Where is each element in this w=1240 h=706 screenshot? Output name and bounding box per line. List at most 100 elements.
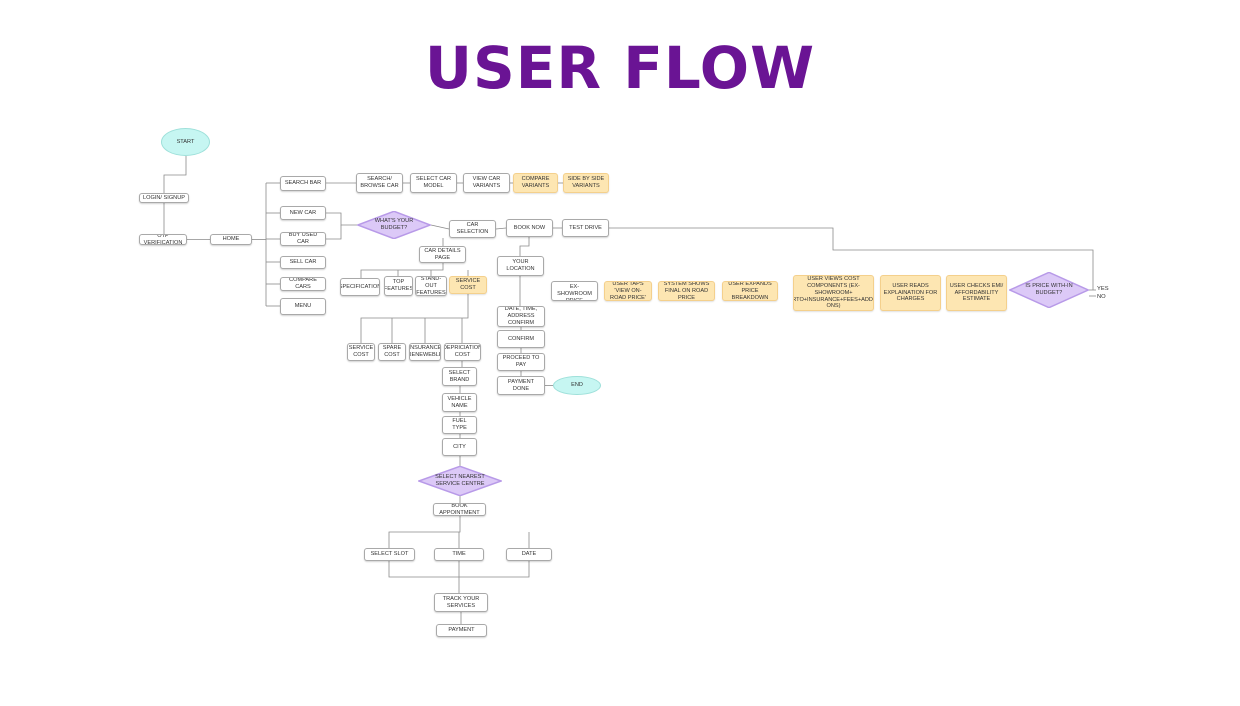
node-budget: WHAT'S YOUR BUDGET? (357, 211, 431, 239)
node-taps: USER TAPS 'VIEW ON-ROAD PRICE' (604, 281, 652, 301)
node-otp: OTP VERIFICATION (139, 234, 187, 245)
node-specification: SPECIFICATION (340, 278, 380, 296)
node-date: DATE (506, 548, 552, 561)
connector-43 (519, 237, 530, 256)
node-expands: USER EXPANDS PRICE BREAKDOWN (722, 281, 778, 301)
node-label: TOP FEATURES (384, 279, 413, 292)
node-label: USER READS EXPLAINATION FOR CHARGES (883, 282, 938, 303)
connector-23 (360, 263, 444, 278)
node-booknow: BOOK NOW (506, 219, 553, 237)
node-label: PROCEED TO PAY (502, 355, 540, 368)
node-confirm: CONFIRM (497, 330, 545, 348)
node-label: SERVICE COST (348, 345, 374, 358)
node-components: USER VIEWS COST COMPONENTS (EX-SHOWROOM+… (793, 275, 874, 311)
node-withinbudget: IS PRICE WITH-IN BUDGET? (1009, 272, 1089, 308)
node-fueltype: FUEL TYPE (442, 416, 477, 434)
node-label: USER EXPANDS PRICE BREAKDOWN (728, 281, 772, 301)
node-label: COMPARE VARIANTS (521, 176, 550, 189)
node-end: END (553, 376, 601, 395)
node-label: CAR DETAILS PAGE (424, 247, 461, 261)
node-label: SELL CAR (289, 259, 317, 265)
connector-21 (609, 227, 1094, 290)
node-label: USER CHECKS EMI/ AFFORDABILITY ESTIMATE (949, 282, 1004, 303)
node-nearest: SELECT NEAREST SERVICE CENTRE (418, 466, 502, 496)
branch-label-no: NO (1097, 294, 1106, 300)
node-label: BUY USED CAR (288, 232, 318, 245)
node-compare: COMPARE CARS (280, 277, 326, 291)
node-label: TIME (452, 551, 466, 557)
connector-17 (326, 225, 342, 240)
node-label: YOUR LOCATION (506, 259, 535, 272)
node-track: TRACK YOUR SERVICES (434, 593, 488, 612)
node-label: START (176, 138, 195, 145)
node-bookappt: BOOK APPOINTMENT (433, 503, 486, 516)
node-sidebyside: SIDE BY SIDE VARIANTS (563, 173, 609, 193)
node-login: LOGIN/ SIGNUP (139, 193, 189, 203)
node-label: CONFIRM (507, 335, 535, 342)
connector-0 (163, 156, 187, 193)
node-label: SPECIFICATION (340, 283, 380, 290)
node-comparevariants: COMPARE VARIANTS (513, 173, 558, 193)
node-home: HOME (210, 234, 252, 245)
node-label: LOGIN/ SIGNUP (143, 194, 185, 201)
node-systemshows: SYSTEM SHOWS FINAL ON ROAD PRICE (658, 281, 715, 301)
node-label: DATE (521, 551, 537, 557)
node-label: STAND-OUT FEATURES (416, 276, 446, 296)
page-title: USER FLOW (424, 34, 816, 102)
node-label: PAYMENT (448, 627, 475, 633)
node-label: MENU (294, 303, 312, 309)
node-label: NEW CAR (289, 209, 317, 216)
connector-37 (388, 516, 461, 548)
node-cardetails: CAR DETAILS PAGE (419, 246, 466, 263)
node-selectslot: SELECT SLOT (364, 548, 415, 561)
node-payment: PAYMENT (436, 624, 487, 637)
node-vehiclename: VEHICLE NAME (442, 393, 477, 412)
node-insurance: INSURANCE RENEWEBLE (409, 343, 441, 361)
node-label: USER SEES EX-SHOWROOM PRICE (557, 282, 592, 301)
node-label: SELECT BRAND (448, 369, 471, 383)
node-label: CITY (453, 443, 466, 450)
node-reads: USER READS EXPLAINATION FOR CHARGES (880, 275, 941, 311)
node-exshowroom: USER SEES EX-SHOWROOM PRICE (551, 281, 598, 301)
node-label: PAYMENT DONE (507, 378, 535, 392)
decision-diamond (357, 211, 431, 239)
node-datetime: DATE, TIME, ADDRESS CONFIRM (497, 306, 545, 327)
node-searchbar: SEARCH BAR (280, 176, 326, 191)
node-label: IS PRICE WITH-IN BUDGET? (1025, 283, 1073, 296)
node-standout: STAND-OUT FEATURES (415, 276, 447, 296)
node-buyused: BUY USED CAR (280, 232, 326, 246)
node-label: BOOK NOW (513, 224, 546, 231)
node-label: INSURANCE RENEWEBLE (409, 345, 441, 358)
node-label: SERVICE COST (455, 278, 481, 291)
node-depreciation: DEPRICIATION COST (444, 343, 481, 361)
node-label: SELECT CAR MODEL (415, 176, 452, 189)
node-label: OTP VERIFICATION (143, 234, 183, 245)
node-label: USER TAPS 'VIEW ON-ROAD PRICE' (610, 281, 646, 301)
node-label: HOME (222, 236, 240, 242)
node-label: TRACK YOUR SERVICES (442, 595, 480, 609)
connector-27 (360, 294, 469, 343)
node-time: TIME (434, 548, 484, 561)
node-label: USER VIEWS COST COMPONENTS (EX-SHOWROOM+… (793, 275, 874, 310)
node-label: DATE, TIME, ADDRESS CONFIRM (504, 306, 538, 326)
node-selectmodel: SELECT CAR MODEL (410, 173, 457, 193)
node-label: VEHICLE NAME (447, 395, 472, 409)
node-label: DEPRICIATION COST (444, 345, 481, 358)
node-label: SEARCH/ BROWSE CAR (360, 176, 399, 189)
node-label: SIDE BY SIDE VARIANTS (567, 176, 605, 189)
connector-19 (495, 227, 507, 230)
branch-label-yes: YES (1097, 286, 1109, 292)
node-label: VIEW CAR VARIANTS (472, 176, 501, 189)
node-label: END (571, 382, 583, 388)
node-label: WHAT'S YOUR BUDGET? (374, 218, 414, 231)
node-label: FUEL TYPE (452, 418, 467, 431)
connector-18 (430, 224, 450, 230)
node-label: BOOK APPOINTMENT (439, 503, 480, 516)
node-label: TEST DRIVE (569, 224, 602, 231)
node-sellcar: SELL CAR (280, 256, 326, 269)
node-label: SELECT SLOT (370, 551, 409, 557)
node-selectbrand: SELECT BRAND (442, 367, 477, 386)
node-emi: USER CHECKS EMI/ AFFORDABILITY ESTIMATE (946, 275, 1007, 311)
decision-diamond (418, 466, 502, 496)
